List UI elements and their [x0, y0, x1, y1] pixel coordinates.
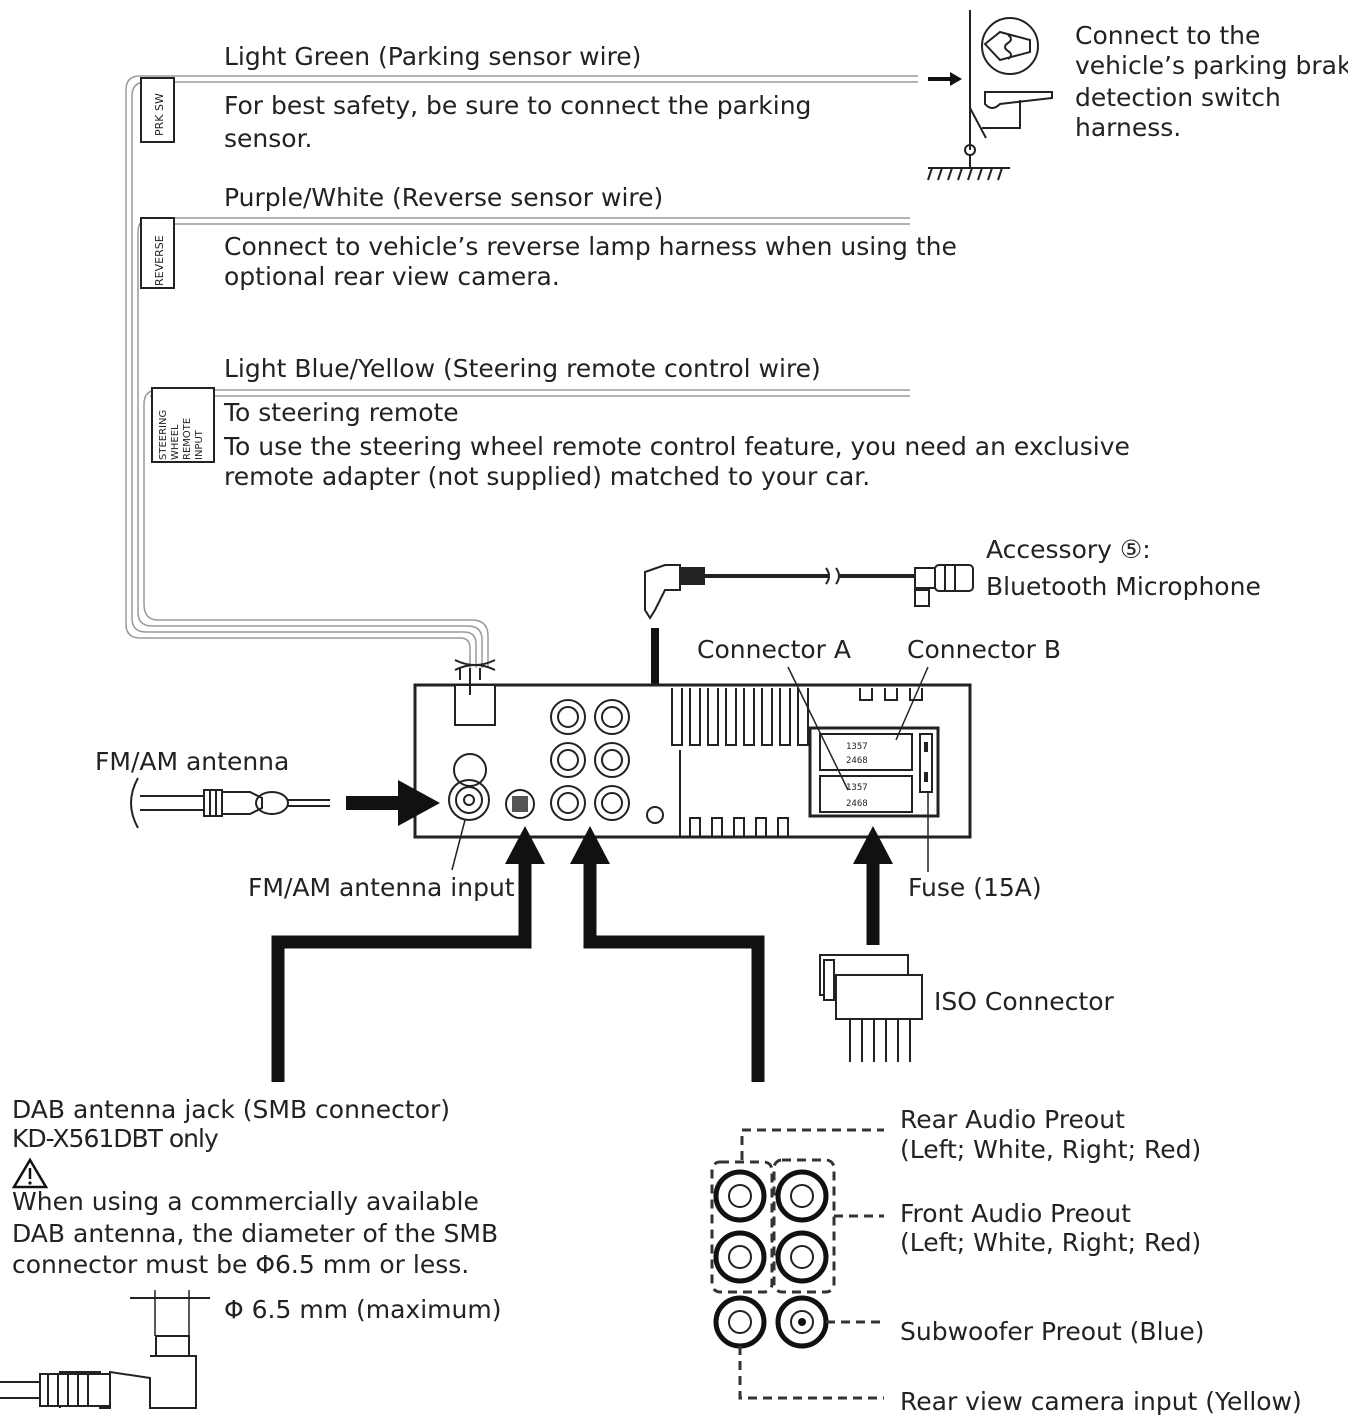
dab-line-1: DAB antenna jack (SMB connector) — [12, 1095, 450, 1124]
parking-brake-switch-icon — [927, 10, 1053, 181]
rca-jacks — [550, 699, 630, 821]
fuse-label: Fuse (15A) — [908, 873, 1042, 902]
steering-desc-1: To steering remote — [223, 398, 459, 427]
dab-diameter-label: Φ 6.5 mm (maximum) — [224, 1295, 501, 1324]
fmam-input-label: FM/AM antenna input — [248, 873, 515, 902]
steering-desc-2: To use the steering wheel remote control… — [223, 432, 1130, 461]
parking-note-1: Connect to the — [1075, 21, 1260, 50]
steering-tag: STEERING WHEEL REMOTE INPUT — [151, 387, 215, 463]
pins-a-bottom: 2468 — [846, 756, 868, 766]
accessory-line-1: Accessory ⑤: — [986, 535, 1151, 564]
steering-desc-3: remote adapter (not supplied) matched to… — [224, 462, 870, 491]
steering-title: Light Blue/Yellow (Steering remote contr… — [224, 354, 821, 383]
pins-b-top: 1357 — [846, 783, 868, 793]
warning-icon — [11, 1157, 49, 1189]
bluetooth-microphone-icon — [644, 564, 974, 620]
prk-sw-tag: PRK SW — [140, 77, 175, 143]
parking-note-3: detection switch — [1075, 83, 1281, 112]
connector-a-label: Connector A — [697, 635, 851, 664]
prk-sw-label: PRK SW — [153, 93, 166, 136]
parking-note-4: harness. — [1075, 113, 1181, 142]
iso-connector-label: ISO Connector — [934, 987, 1115, 1016]
reverse-title: Purple/White (Reverse sensor wire) — [224, 183, 663, 212]
reverse-label: REVERSE — [153, 235, 166, 286]
dab-warn-1: When using a commercially available — [12, 1187, 479, 1216]
connector-b-label: Connector B — [907, 635, 1061, 664]
rear-preout-2: (Left; White, Right; Red) — [900, 1135, 1201, 1164]
camera-input: Rear view camera input (Yellow) — [900, 1387, 1302, 1416]
dab-line-2: KD-X561DBT only — [12, 1124, 219, 1153]
rear-preout-1: Rear Audio Preout — [900, 1105, 1125, 1134]
wire-bundle — [125, 75, 918, 668]
front-preout-2: (Left; White, Right; Red) — [900, 1228, 1201, 1257]
reverse-desc-2: optional rear view camera. — [224, 262, 560, 291]
reverse-desc-1: Connect to vehicle’s reverse lamp harnes… — [224, 232, 957, 261]
parking-desc-2: sensor. — [224, 124, 313, 153]
parking-note-2: vehicle’s parking brake — [1075, 51, 1348, 80]
dab-warn-3: connector must be Φ6.5 mm or less. — [12, 1250, 469, 1279]
head-unit-rear-panel: 1357 2468 1357 2468 — [413, 659, 972, 839]
sub-preout: Subwoofer Preout (Blue) — [900, 1317, 1205, 1346]
steering-label-4: INPUT — [194, 429, 205, 460]
parking-title: Light Green (Parking sensor wire) — [224, 42, 641, 71]
steering-label-3: REMOTE — [182, 418, 193, 460]
dab-warn-2: DAB antenna, the diameter of the SMB — [12, 1219, 498, 1248]
pins-b-bottom: 2468 — [846, 799, 868, 809]
fmam-antenna-plug-icon — [130, 777, 330, 829]
front-preout-1: Front Audio Preout — [900, 1199, 1131, 1228]
fmam-antenna-label: FM/AM antenna — [95, 747, 289, 776]
preout-jacks — [710, 1128, 884, 1400]
iso-connector-icon — [819, 954, 923, 1062]
steering-label-1: STEERING — [158, 410, 169, 460]
accessory-line-2: Bluetooth Microphone — [986, 572, 1261, 601]
smb-connector-icon — [0, 1290, 210, 1409]
parking-desc-1: For best safety, be sure to connect the … — [224, 91, 811, 120]
steering-label-2: WHEEL — [170, 424, 181, 460]
pins-a-top: 1357 — [846, 742, 868, 752]
reverse-tag: REVERSE — [140, 217, 175, 289]
